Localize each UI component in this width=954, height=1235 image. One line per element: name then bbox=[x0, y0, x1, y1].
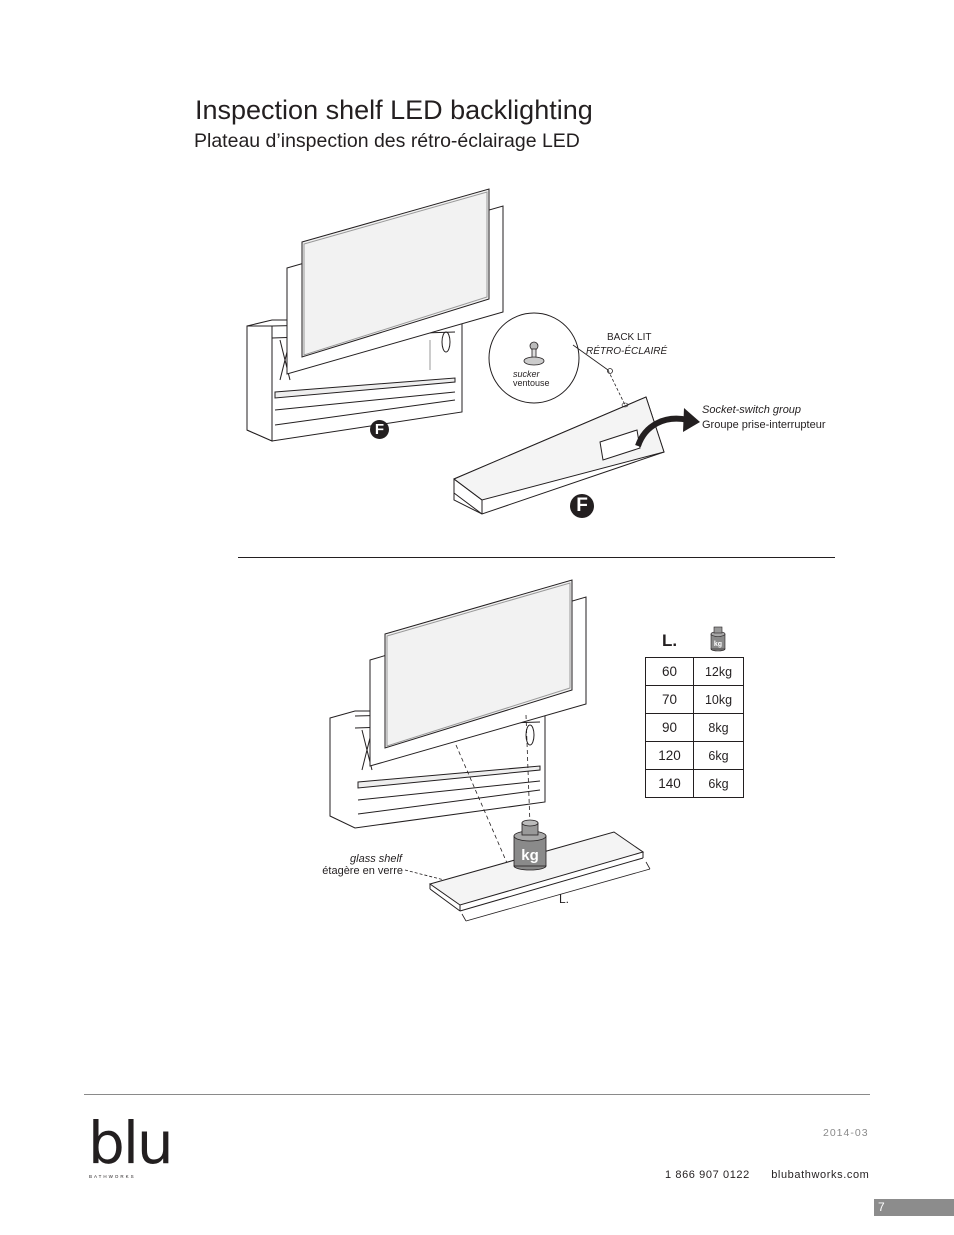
length-cell: 140 bbox=[645, 769, 694, 798]
groupe-prise-label: Groupe prise-interrupteur bbox=[702, 419, 826, 431]
load-table: 60 12kg 70 10kg 90 8kg 120 6kg 140 6kg bbox=[645, 657, 744, 798]
glass-shelf-label: glass shelf bbox=[350, 853, 402, 865]
f-badge-shelf: F bbox=[570, 494, 594, 518]
small-weight-icon: kg bbox=[710, 626, 726, 652]
sucker-icon bbox=[523, 341, 545, 366]
small-weight-kg-text: kg bbox=[714, 641, 722, 648]
page-number-bar: 7 bbox=[874, 1199, 954, 1216]
length-cell: 90 bbox=[645, 713, 694, 742]
section-divider bbox=[238, 557, 835, 558]
etagere-label: étagère en verre bbox=[322, 865, 403, 877]
weight-cell: 12kg bbox=[693, 657, 744, 686]
weight-icon: kg bbox=[513, 819, 547, 871]
retro-eclaire-label: RÉTRO-ÉCLAIRÉ bbox=[586, 346, 668, 357]
bathworks-logo-text: BATHWORKS bbox=[89, 1174, 136, 1179]
date-label: 2014-03 bbox=[823, 1127, 869, 1139]
page-title: Inspection shelf LED backlighting bbox=[195, 95, 593, 125]
phone-number: 1 866 907 0122 bbox=[665, 1169, 750, 1181]
page-number: 7 bbox=[878, 1200, 885, 1214]
weight-cell: 10kg bbox=[693, 685, 744, 714]
length-cell: 120 bbox=[645, 741, 694, 770]
website-link[interactable]: blubathworks.com bbox=[771, 1169, 870, 1181]
length-header: L. bbox=[662, 631, 678, 650]
weight-kg-text: kg bbox=[521, 847, 539, 864]
weight-cell: 8kg bbox=[693, 713, 744, 742]
blu-logo: blu bbox=[88, 1109, 174, 1177]
socket-switch-label: Socket-switch group bbox=[702, 404, 802, 416]
weight-cell: 6kg bbox=[693, 741, 744, 770]
weight-cell: 6kg bbox=[693, 769, 744, 798]
length-cell: 70 bbox=[645, 685, 694, 714]
table-row: 70 10kg bbox=[645, 685, 744, 714]
footer-divider bbox=[84, 1094, 870, 1095]
table-row: 90 8kg bbox=[645, 713, 744, 742]
back-lit-label: BACK LIT bbox=[607, 332, 652, 343]
table-row: 140 6kg bbox=[645, 769, 744, 798]
ventouse-label: ventouse bbox=[513, 378, 550, 388]
sucker-label: sucker bbox=[513, 369, 540, 379]
length-dimension-label: L. bbox=[559, 892, 570, 906]
table-row: 120 6kg bbox=[645, 741, 744, 770]
length-cell: 60 bbox=[645, 657, 694, 686]
table-row: 60 12kg bbox=[645, 657, 744, 686]
contact-info: 1 866 907 0122 blubathworks.com bbox=[665, 1169, 869, 1181]
page-subtitle: Plateau d’inspection des rétro-éclairage… bbox=[194, 130, 580, 152]
f-badge-cabinet: F bbox=[370, 420, 389, 439]
